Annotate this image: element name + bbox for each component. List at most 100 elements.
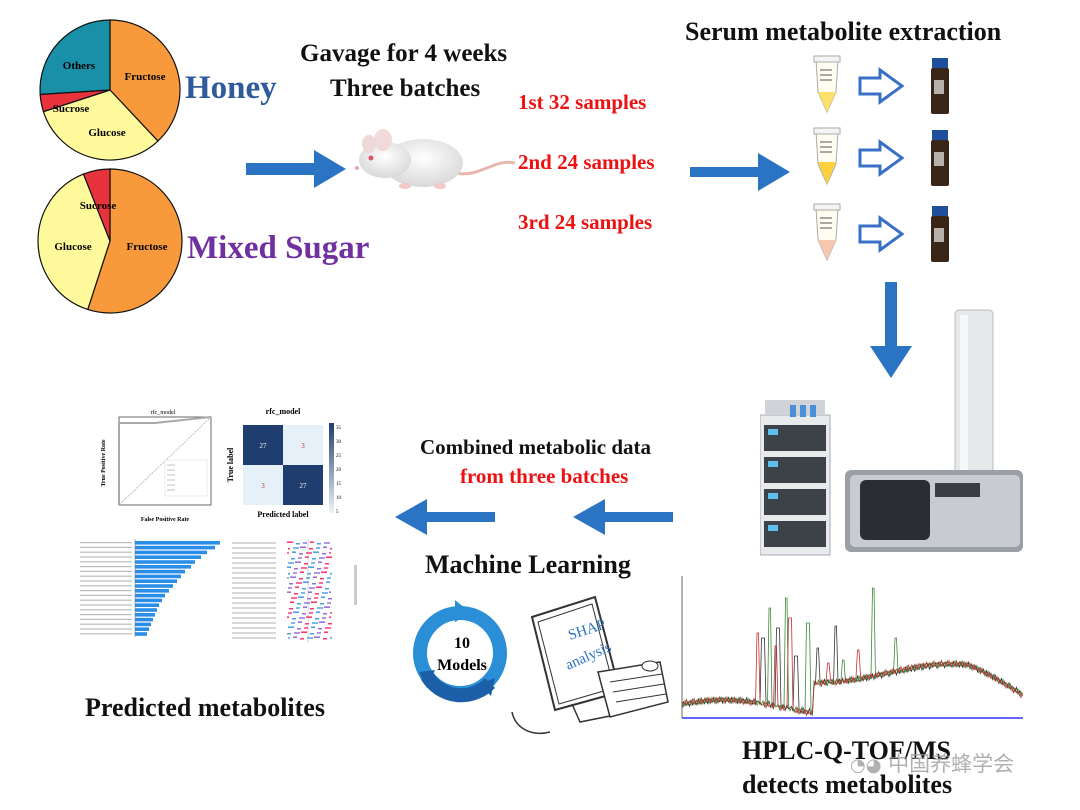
shap-dot bbox=[303, 581, 305, 584]
shap-computer: SHAP analysis bbox=[511, 595, 669, 734]
shap-dot bbox=[300, 571, 302, 574]
shap-dot bbox=[309, 572, 311, 575]
shap-dot bbox=[306, 627, 308, 629]
shap-dot bbox=[292, 626, 294, 629]
shap-dot bbox=[291, 622, 293, 624]
roc-plot: rfc_model False Positive Rate True Posit… bbox=[101, 409, 212, 523]
shap-dot bbox=[314, 557, 316, 560]
roc-title: rfc_model bbox=[151, 409, 176, 416]
shap-dot bbox=[313, 587, 315, 589]
shap-dot bbox=[305, 581, 307, 584]
honey-slice-fructose bbox=[109, 19, 181, 142]
shap-dot bbox=[329, 577, 331, 579]
feature-bar bbox=[135, 555, 201, 559]
shap-feature-label bbox=[232, 627, 276, 629]
shap-dot bbox=[303, 606, 305, 609]
shap-dot bbox=[295, 586, 297, 589]
feature-bar bbox=[135, 560, 195, 564]
shap-dot bbox=[309, 587, 311, 589]
shap-feature-label bbox=[232, 592, 276, 594]
shap-dot bbox=[298, 621, 300, 624]
shap-dot bbox=[300, 546, 302, 549]
feature-label bbox=[80, 585, 132, 587]
shap-dot bbox=[321, 596, 323, 599]
models-label: Models bbox=[437, 657, 487, 674]
shap-dot bbox=[289, 607, 291, 610]
feature-label bbox=[80, 551, 132, 553]
feature-label bbox=[80, 570, 132, 572]
shap-dot bbox=[314, 636, 316, 639]
honey-label-sucrose: Sucrose bbox=[53, 103, 90, 115]
shap-dot bbox=[312, 622, 314, 624]
shap-dot bbox=[289, 582, 291, 585]
shap-dot bbox=[324, 631, 326, 634]
gavage-line1: Gavage for 4 weeks bbox=[300, 40, 508, 67]
shap-feature-label bbox=[232, 587, 276, 589]
shap-dot bbox=[330, 622, 332, 625]
shap-dot bbox=[318, 586, 320, 589]
shap-dot bbox=[297, 547, 299, 549]
hplc-line1: HPLC-Q-TOF/MS bbox=[742, 736, 951, 765]
colorbar-tick: 15 bbox=[336, 482, 342, 487]
shap-feature-label bbox=[232, 622, 276, 624]
arrow-to-combined bbox=[573, 499, 673, 535]
shap-dot bbox=[287, 591, 289, 594]
shap-dot bbox=[319, 557, 321, 559]
shap-dot bbox=[305, 556, 307, 559]
feature-label bbox=[80, 618, 132, 620]
shap-dot bbox=[297, 586, 299, 589]
shap-dot bbox=[317, 592, 319, 595]
shap-dot bbox=[316, 572, 318, 574]
shap-dot bbox=[321, 582, 323, 584]
feature-bar bbox=[135, 579, 177, 583]
shap-dot bbox=[313, 551, 315, 554]
shap-dot bbox=[328, 606, 330, 609]
shap-dot bbox=[318, 636, 320, 639]
gavage-line2: Three batches bbox=[330, 75, 481, 102]
shap-dot bbox=[287, 541, 289, 544]
shap-dot bbox=[297, 611, 299, 614]
cm-cell-00: 27 bbox=[260, 442, 268, 450]
shap-dot bbox=[298, 582, 300, 584]
shap-dot bbox=[329, 591, 331, 594]
wechat-icon: ◔◕ bbox=[850, 755, 882, 776]
shap-dot bbox=[323, 596, 325, 599]
hplc-instrument bbox=[760, 309, 1023, 556]
feature-bar bbox=[135, 569, 185, 574]
shap-dot bbox=[319, 542, 321, 545]
shap-dot bbox=[292, 617, 294, 620]
shap-dot bbox=[288, 562, 290, 564]
feature-label bbox=[80, 609, 132, 611]
colorbar-tick: 20 bbox=[336, 468, 342, 473]
shap-dot bbox=[325, 637, 327, 640]
shap-dot bbox=[317, 567, 319, 570]
shap-dot bbox=[296, 592, 298, 595]
feature-bar bbox=[135, 622, 151, 627]
shap-dot bbox=[311, 626, 313, 629]
shap-dot bbox=[324, 592, 326, 594]
roc-xlabel: False Positive Rate bbox=[141, 517, 190, 523]
feature-bar bbox=[135, 632, 147, 636]
shap-dot bbox=[310, 616, 312, 619]
shap-dot bbox=[310, 541, 312, 544]
shap-dot bbox=[321, 557, 323, 559]
shap-dot bbox=[326, 581, 328, 584]
shap-dot bbox=[295, 611, 297, 614]
feature-label bbox=[80, 594, 132, 596]
shap-dot bbox=[290, 626, 292, 629]
roc-ylabel: True Positive Rate bbox=[101, 439, 107, 487]
shap-dot bbox=[290, 562, 292, 564]
shap-dot bbox=[295, 636, 297, 639]
shap-feature-label bbox=[232, 602, 276, 604]
shap-dot bbox=[317, 551, 319, 554]
predicted-metabolites: Predicted metabolites bbox=[85, 693, 325, 722]
shap-dot bbox=[322, 592, 324, 594]
shap-dot bbox=[302, 596, 304, 599]
shap-dot bbox=[310, 566, 312, 569]
shap-dot bbox=[290, 612, 292, 614]
shap-dot bbox=[316, 547, 318, 549]
shap-dot bbox=[301, 552, 303, 555]
shap-dot bbox=[318, 611, 320, 614]
cm-cell-11: 27 bbox=[300, 482, 308, 490]
shap-dot bbox=[299, 627, 301, 630]
